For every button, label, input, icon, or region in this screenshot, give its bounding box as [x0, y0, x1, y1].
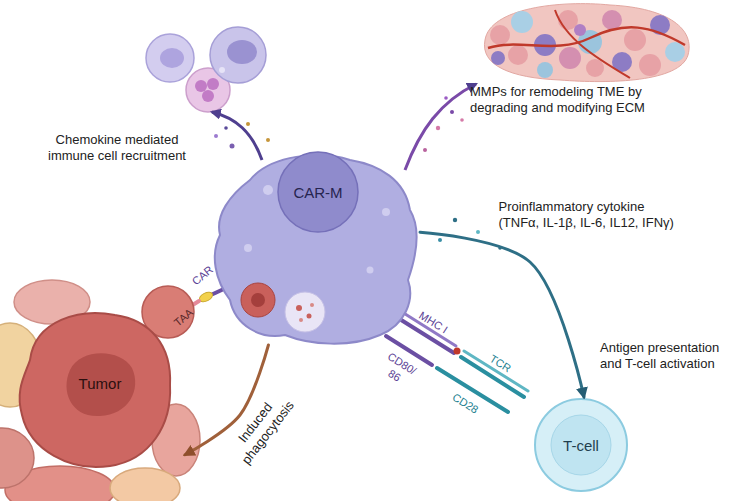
mmp-arrow: [405, 84, 476, 170]
vesicle: [382, 208, 390, 216]
tumor-debris: [296, 305, 302, 311]
chemokine-dot: [230, 144, 235, 149]
blood-vessel: [488, 27, 685, 48]
mmp-dot: [444, 96, 448, 100]
chemokine-dot: [266, 138, 270, 142]
t-cell: T-cell: [533, 397, 629, 493]
t-cell-nucleus: [551, 415, 611, 475]
process-note: Antigen presentation and T-cell activati…: [600, 340, 734, 373]
macrophage-nucleus: [278, 152, 358, 232]
phagosome: [285, 292, 325, 332]
tissue-cell: [508, 45, 528, 65]
cell-nucleus: [207, 78, 219, 90]
peptide-antigen: [454, 348, 461, 355]
node-outline: [210, 150, 420, 345]
t-cell-body: [535, 399, 627, 491]
mmp-dot: [460, 118, 464, 122]
mmp-dot: [436, 126, 440, 130]
tumor-debris: [299, 318, 303, 322]
process-note: Chemokine mediated immune cell recruitme…: [37, 132, 197, 165]
mmp-dot: [450, 110, 454, 114]
edge-label: Induced phagocytosis: [221, 383, 302, 474]
node-label: Tumor: [79, 375, 122, 392]
receptor-label: CAR: [187, 261, 219, 291]
tumor-cell: [110, 468, 180, 501]
chemokine-dot: [214, 134, 218, 138]
chemokine-dot: [224, 126, 228, 130]
blood-vessel: [555, 10, 630, 78]
tumor-cell: [20, 313, 171, 467]
tcr-receptor: [464, 351, 528, 391]
receptor-label: CD28: [447, 389, 483, 419]
cell-nucleus: [195, 80, 207, 92]
cytokine-dot: [453, 218, 457, 222]
tissue-cell: [574, 24, 586, 36]
node-label: T-cell: [563, 437, 599, 454]
tissue-cell: [537, 62, 553, 78]
mmp-dot: [423, 148, 427, 152]
tissue-cell: [665, 42, 685, 62]
vesicle: [367, 267, 374, 274]
process-note: MMPs for remodeling TME by degrading and…: [470, 84, 660, 117]
engulfed-nucleus: [251, 293, 265, 307]
tissue-cell: [511, 11, 533, 33]
chemokine-arrow: [212, 112, 262, 160]
tumor-debris: [307, 314, 312, 319]
tissue-cell: [624, 29, 646, 51]
engulfed-tumor-cell: [241, 283, 275, 317]
tissue-cell: [559, 47, 581, 69]
immune-cell: [210, 27, 266, 83]
tissue-cell: [639, 54, 661, 76]
node-outline: [0, 290, 185, 501]
tissue-cell: [586, 59, 604, 77]
vesicle: [244, 244, 252, 252]
tissue-cell: [491, 51, 505, 65]
node-label: CAR-M: [293, 184, 342, 201]
receptor-label: TCR: [484, 350, 517, 378]
edge-label: Proinflammatory cytokine (TNFα, IL-1β, I…: [499, 199, 682, 232]
cell-nucleus: [202, 90, 214, 102]
cell-nucleus: [227, 40, 257, 64]
receptor-label: MHC I: [412, 307, 453, 340]
cytokine-dot: [438, 238, 442, 242]
cytokine-dot: [476, 230, 480, 234]
tumor-cell-cluster: Tumor: [0, 290, 185, 501]
immune-cell: [146, 34, 194, 82]
cell-nucleus: [160, 48, 184, 68]
tissue-cell: [490, 25, 510, 45]
tumor-debris: [310, 303, 314, 307]
cytokine-arrow: [420, 232, 584, 397]
chemokine-dot: [246, 122, 250, 126]
tumor-nucleus: [67, 353, 136, 416]
tumor-cell: [0, 428, 34, 488]
tissue-cell: [602, 10, 622, 30]
vesicle: [263, 185, 273, 195]
receptor-label: TAA: [168, 303, 200, 333]
macrophage-cell: CAR-M: [210, 150, 420, 345]
tme-tissue: [484, 4, 689, 82]
receptor-label: CD80/ 86: [376, 349, 419, 390]
vesicle: [219, 67, 225, 73]
